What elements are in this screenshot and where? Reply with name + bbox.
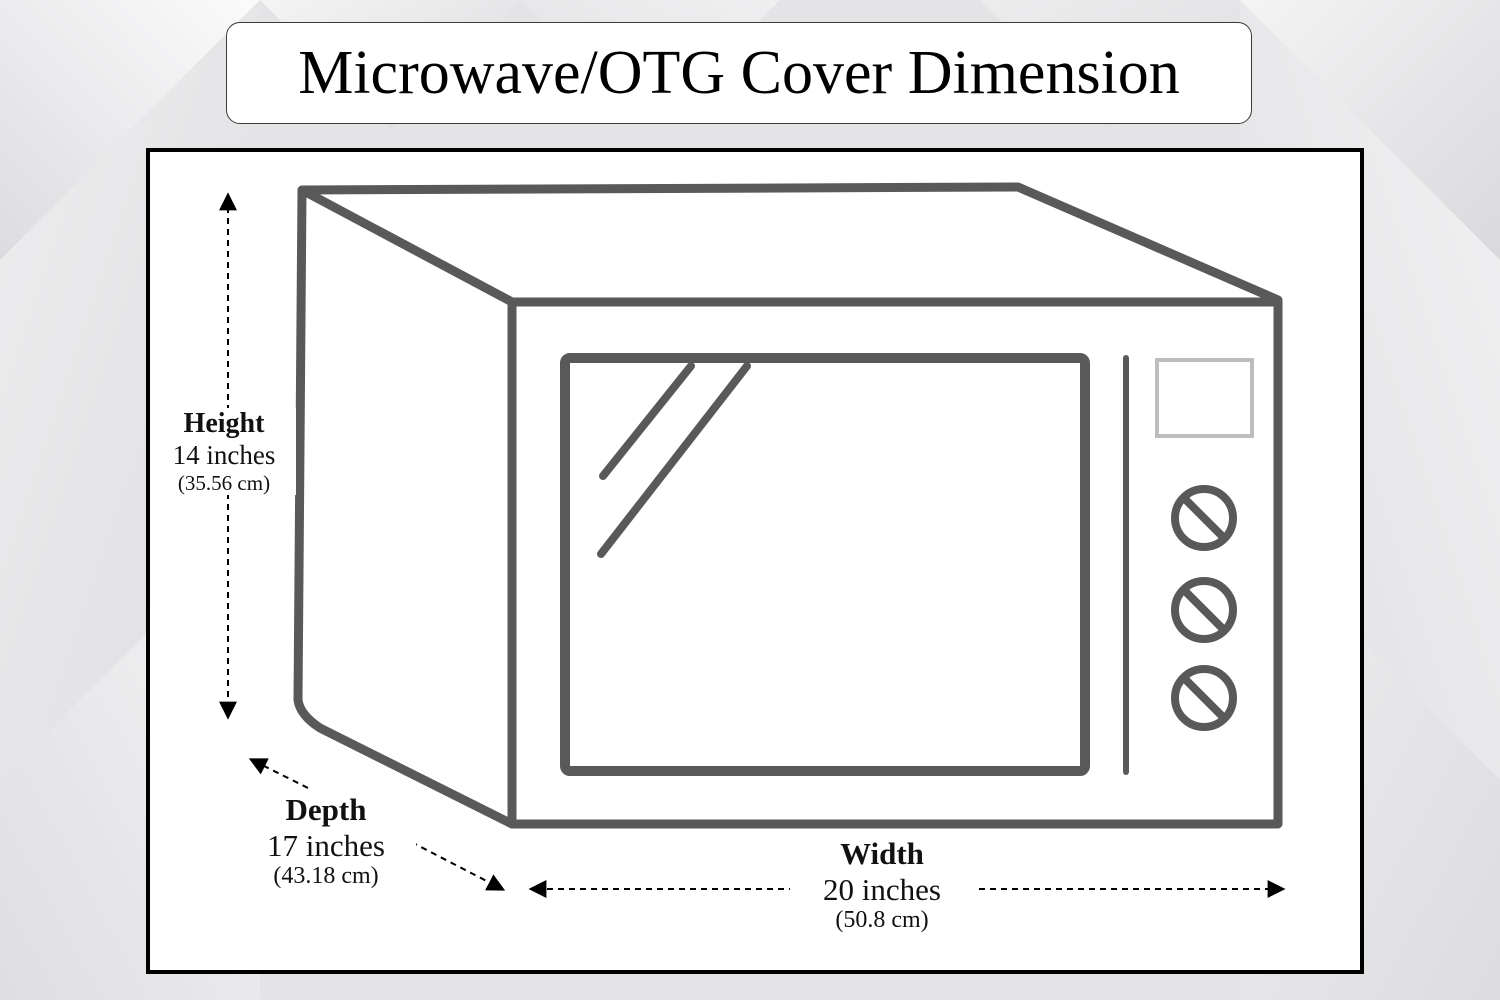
depth-cm: (43.18 cm) — [273, 863, 379, 890]
display-screen — [1155, 358, 1254, 438]
height-inches: 14 inches — [172, 440, 276, 471]
control-knob-icon — [1171, 665, 1237, 731]
dimension-arrows — [219, 192, 1286, 898]
width-inches: 20 inches — [823, 871, 941, 907]
depth-dimension-label: Depth 17 inches (43.18 cm) — [236, 792, 416, 891]
title-banner: Microwave/OTG Cover Dimension — [226, 22, 1252, 124]
height-title: Height — [183, 408, 265, 439]
depth-title: Depth — [285, 792, 367, 827]
width-cm: (50.8 cm) — [835, 907, 929, 934]
control-knob-icon — [1171, 485, 1237, 551]
microwave-door-window — [560, 353, 1090, 776]
depth-arrow-top-icon — [248, 758, 309, 789]
glass-reflection-lines — [597, 362, 751, 558]
depth-arrow-bottom-icon — [391, 831, 506, 891]
depth-inches: 17 inches — [267, 827, 385, 863]
width-title: Width — [840, 836, 924, 871]
height-dimension-label: Height 14 inches (35.56 cm) — [152, 408, 296, 496]
control-knob-icon — [1171, 577, 1237, 643]
height-cm: (35.56 cm) — [177, 471, 271, 496]
page-title: Microwave/OTG Cover Dimension — [298, 39, 1180, 107]
width-dimension-label: Width 20 inches (50.8 cm) — [790, 836, 974, 935]
